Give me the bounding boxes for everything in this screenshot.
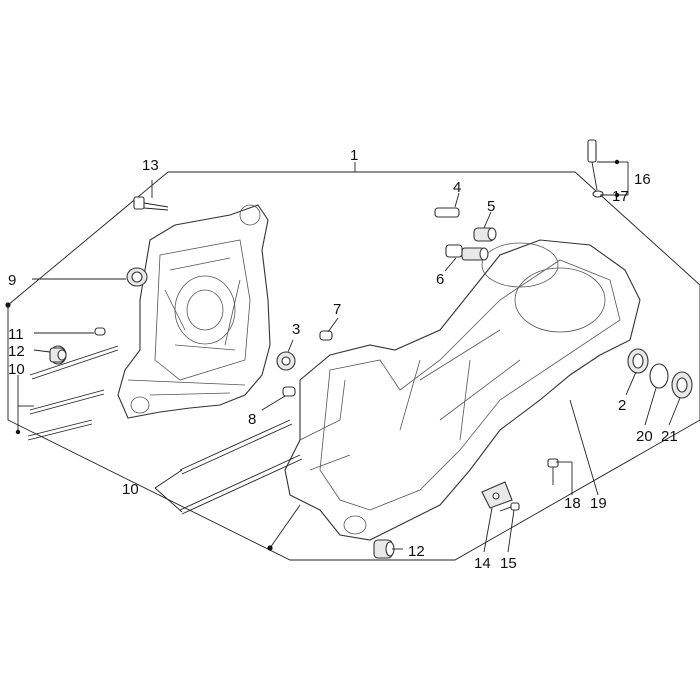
part-14-bracket — [481, 481, 513, 509]
leader-lines — [17, 161, 681, 553]
part-5-bush — [473, 227, 497, 242]
ref-dot-17 — [614, 192, 620, 198]
left-crankcase-half — [117, 204, 271, 419]
part-2-bearing — [627, 348, 649, 374]
part-9-seal — [126, 267, 148, 287]
part-6-sleeve — [445, 244, 489, 261]
callout-1: 1 — [350, 147, 358, 164]
part-12-bush-left — [49, 345, 67, 365]
ref-dot-16 — [614, 159, 620, 165]
part-12-bush-bottom — [373, 539, 395, 559]
assembly-outline — [7, 171, 700, 561]
callout-12-bottom: 12 — [408, 543, 425, 560]
callout-17: 17 — [612, 188, 629, 205]
callout-6: 6 — [436, 271, 444, 288]
part-20-circlip — [649, 363, 669, 389]
callout-15: 15 — [500, 555, 517, 572]
part-18-screw — [547, 458, 559, 485]
callout-5: 5 — [487, 198, 495, 215]
callout-10-center: 10 — [122, 481, 139, 498]
part-10-studs-center — [179, 419, 303, 515]
callout-21: 21 — [661, 428, 678, 445]
callout-10-left: 10 — [8, 361, 25, 378]
callout-8: 8 — [248, 411, 256, 428]
callout-16: 16 — [634, 171, 651, 188]
callout-3: 3 — [292, 321, 300, 338]
part-4-pin — [434, 207, 460, 218]
callout-19: 19 — [590, 495, 607, 512]
callout-18: 18 — [564, 495, 581, 512]
ref-dot-bottom — [267, 545, 273, 551]
part-7-pin — [319, 330, 333, 341]
ref-dot-left — [5, 302, 11, 308]
part-3-seal — [276, 351, 296, 371]
callout-9: 9 — [8, 272, 16, 289]
part-15-screw — [499, 502, 520, 512]
callout-13: 13 — [142, 157, 159, 174]
part-13-bolt — [133, 196, 169, 211]
part-11-dowel — [94, 327, 106, 336]
callout-7: 7 — [333, 301, 341, 318]
right-crankcase-half — [284, 239, 641, 541]
callout-2: 2 — [618, 397, 626, 414]
part-8-pin — [282, 386, 296, 397]
callout-20: 20 — [636, 428, 653, 445]
callout-12-left: 12 — [8, 343, 25, 360]
callout-11: 11 — [8, 326, 24, 343]
callout-14: 14 — [474, 555, 491, 572]
part-10-studs-left — [27, 345, 119, 441]
part-16-dipstick — [587, 139, 604, 198]
callout-4: 4 — [453, 179, 461, 196]
ref-dot-10-left — [15, 429, 21, 435]
part-21-seal — [671, 371, 693, 399]
